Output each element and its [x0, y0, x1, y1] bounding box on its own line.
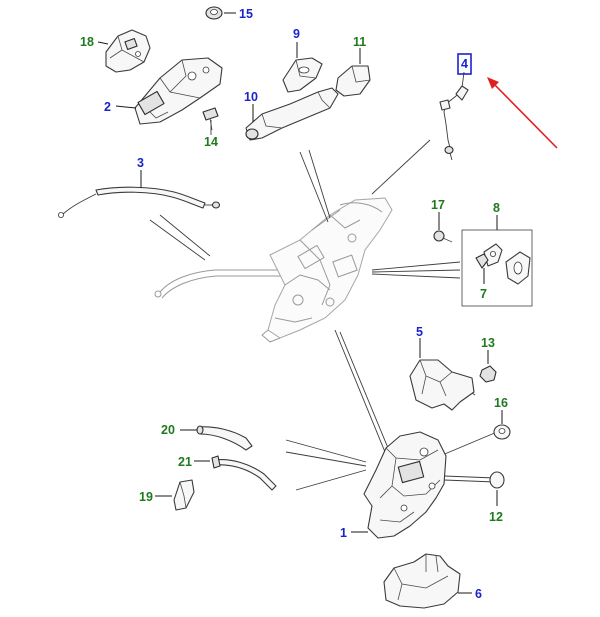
callout-10[interactable]: 10: [244, 90, 258, 104]
callout-5[interactable]: 5: [416, 325, 423, 339]
callout-labels: 15 18 9 11 2 10 14 4 3 17 8 7 5 13 16 20…: [80, 7, 508, 601]
callout-4[interactable]: 4: [461, 57, 468, 71]
part-16-plug[interactable]: [493, 410, 511, 440]
callout-3[interactable]: 3: [137, 156, 144, 170]
part-14-bolt[interactable]: [202, 107, 219, 135]
callout-15[interactable]: 15: [239, 7, 253, 21]
callout-6[interactable]: 6: [475, 587, 482, 601]
callout-9[interactable]: 9: [293, 27, 300, 41]
part-20-sleeve[interactable]: [180, 425, 253, 451]
callout-20[interactable]: 20: [161, 423, 175, 437]
part-4-cable[interactable]: [439, 71, 469, 161]
door-assembly-ghost: [154, 197, 393, 343]
part-8-striker-kit[interactable]: [461, 215, 533, 307]
callout-12[interactable]: 12: [489, 510, 503, 524]
callout-8[interactable]: 8: [493, 201, 500, 215]
callout-1[interactable]: 1: [340, 526, 347, 540]
part-19-clip[interactable]: [155, 479, 195, 511]
part-3-cable[interactable]: [58, 170, 221, 218]
callout-2[interactable]: 2: [104, 100, 111, 114]
callout-16[interactable]: 16: [494, 396, 508, 410]
callout-4-highlight-box: [457, 53, 472, 75]
part-11-handle-cap[interactable]: [335, 48, 371, 97]
part-5-latch-cover[interactable]: [409, 338, 475, 411]
callout-7[interactable]: 7: [480, 287, 487, 301]
callout-14[interactable]: 14: [204, 135, 218, 149]
callout-11[interactable]: 11: [353, 35, 366, 49]
part-9-inner-handle[interactable]: [282, 42, 323, 93]
part-21-cable[interactable]: [194, 455, 277, 491]
callout-21[interactable]: 21: [178, 455, 192, 469]
part-1-door-latch[interactable]: [351, 431, 447, 539]
part-15-grommet[interactable]: [205, 6, 236, 20]
part-18-bracket[interactable]: [97, 29, 151, 73]
part-6-latch-bracket[interactable]: [383, 553, 472, 609]
callout-19[interactable]: 19: [139, 490, 153, 504]
part-10-outer-handle[interactable]: [245, 87, 339, 141]
callout-13[interactable]: 13: [481, 336, 495, 350]
part-13-cap[interactable]: [479, 350, 497, 383]
part-2-handle-carrier[interactable]: [115, 57, 223, 125]
callout-18[interactable]: 18: [80, 35, 94, 49]
part-17-screw[interactable]: [433, 212, 453, 243]
callout-17[interactable]: 17: [431, 198, 445, 212]
part-12-plug[interactable]: [489, 471, 505, 506]
part-7-striker-bolt[interactable]: [475, 253, 489, 284]
pointer-arrow: [487, 77, 558, 149]
